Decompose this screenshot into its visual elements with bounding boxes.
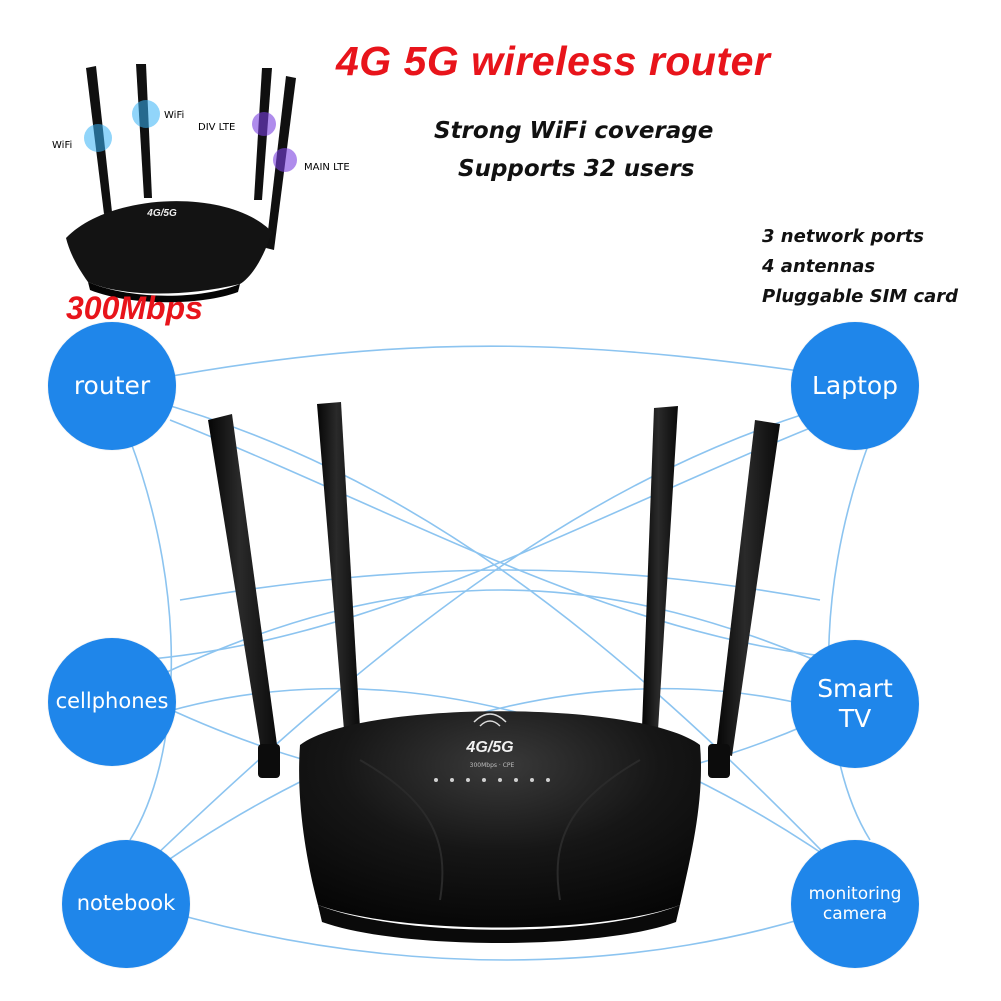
router-badge-small: 300Mbps · CPE <box>470 762 515 769</box>
antenna-label-wifi-left: WiFi <box>52 140 72 151</box>
device-monitoring-camera-label-line2: camera <box>822 904 888 924</box>
mesh-line <box>139 687 861 881</box>
device-monitoring-camera-label-line1: monitoring <box>808 883 902 904</box>
poster-title: 4G 5G wireless router <box>336 38 771 84</box>
device-monitoring-camera-circle: monitoring camera <box>791 840 919 968</box>
antenna-right-outer <box>708 420 780 778</box>
div-lte-glow-icon <box>252 112 276 136</box>
speed-label: 300Mbps <box>66 290 203 326</box>
wifi-mid-glow-icon <box>132 100 160 128</box>
mesh-line <box>149 345 861 381</box>
device-smart-tv-label-line1: Smart <box>817 674 893 703</box>
antenna-left-outer <box>208 414 280 778</box>
antenna-left-inner <box>317 402 360 730</box>
mesh-line <box>129 399 851 881</box>
feature-sim-card: Pluggable SIM card <box>762 286 959 307</box>
main-lte-glow-icon <box>273 148 297 172</box>
mesh-line <box>179 569 821 601</box>
mesh-line <box>139 687 861 881</box>
device-smart-tv-circle: Smart TV <box>791 640 919 768</box>
antenna-label-main-lte: MAIN LTE <box>304 162 350 173</box>
device-smart-tv-label-line2: TV <box>838 704 872 733</box>
device-laptop-label: Laptop <box>811 371 899 400</box>
antenna-label-wifi-mid: WiFi <box>164 110 184 121</box>
wifi-left-glow-icon <box>84 124 112 152</box>
small-router-body <box>66 201 272 303</box>
device-router-circle: router <box>48 322 176 450</box>
subtitle-line-1: Strong WiFi coverage <box>434 118 714 144</box>
feature-network-ports: 3 network ports <box>762 226 924 247</box>
feature-antennas: 4 antennas <box>762 256 876 277</box>
router-body <box>299 711 701 943</box>
device-notebook-circle: notebook <box>62 840 190 968</box>
antenna-right-inner <box>642 406 678 730</box>
mesh-line <box>129 439 173 841</box>
small-router-badge: 4G/5G <box>146 208 177 219</box>
mesh-line <box>149 399 851 881</box>
device-cellphones-circle: cellphones <box>48 638 176 766</box>
device-notebook-label: notebook <box>76 891 176 916</box>
router-badge: 4G/5G <box>465 739 513 756</box>
device-laptop-circle: Laptop <box>791 322 919 450</box>
mesh-line <box>129 899 861 961</box>
device-cellphones-label: cellphones <box>55 689 169 714</box>
antenna-label-div-lte: DIV LTE <box>198 122 235 133</box>
subtitle-line-2: Supports 32 users <box>458 156 695 182</box>
device-router-label: router <box>73 371 151 400</box>
